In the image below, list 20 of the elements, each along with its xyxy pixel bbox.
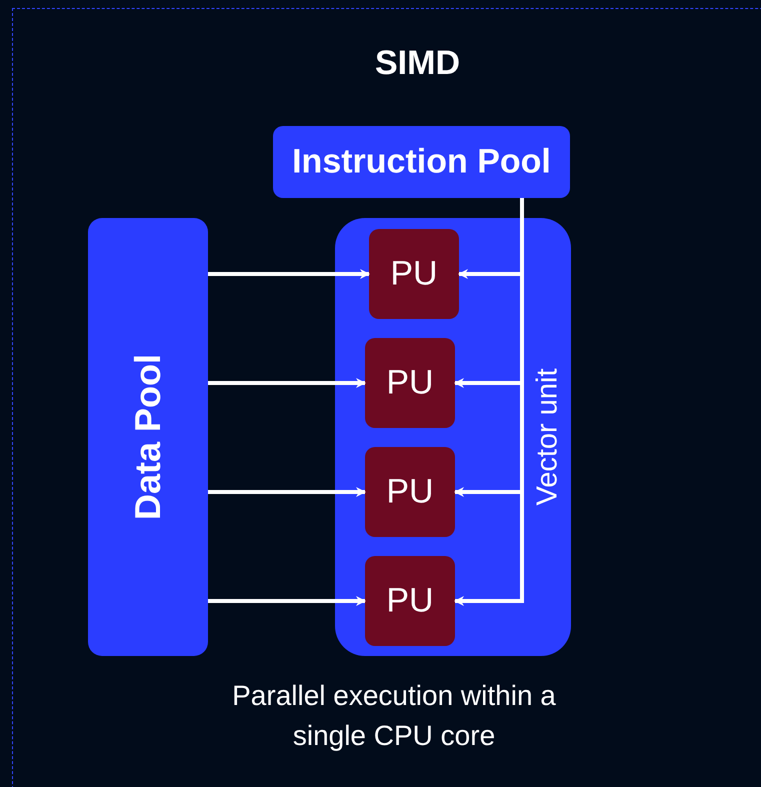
vector-unit-box: [335, 218, 571, 656]
node-label: PU: [386, 364, 434, 402]
pu-box: [365, 338, 455, 428]
diagram-title: SIMD: [375, 44, 460, 83]
caption: Parallel execution within a single CPU core: [231, 679, 557, 753]
arrow: [208, 269, 370, 279]
node-label: PU: [386, 472, 434, 512]
pu-box: [365, 556, 455, 646]
instruction-pool-box: [273, 126, 570, 198]
node-label: PU: [390, 254, 438, 294]
arrow: [208, 378, 366, 388]
node-label: Instruction Pool: [292, 142, 551, 182]
arrow: [208, 487, 366, 497]
rotated-label: Vector unit: [532, 368, 564, 506]
pu-box: [369, 229, 459, 319]
pu-box: [365, 447, 455, 537]
arrow: [208, 596, 366, 606]
rotated-label: Data Pool: [127, 354, 169, 520]
data-pool-box: [88, 218, 208, 656]
node-label: PU: [386, 582, 434, 620]
